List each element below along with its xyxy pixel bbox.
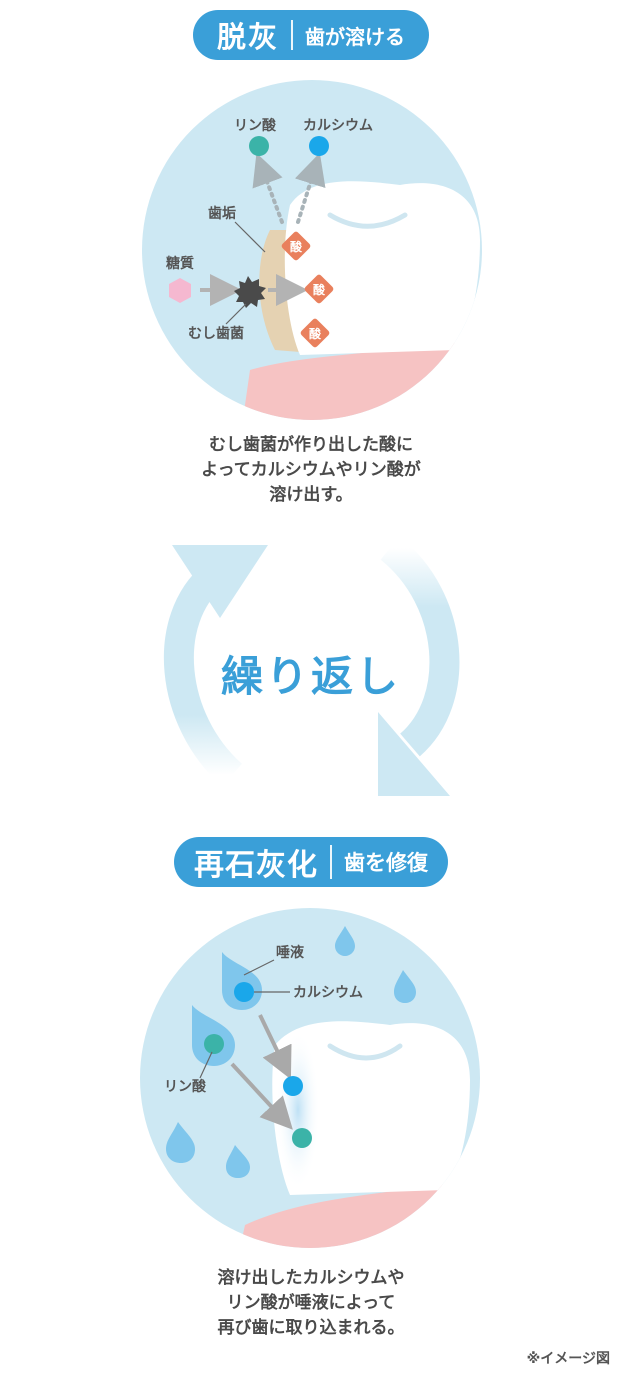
demineralization-title: 脱灰 [216,20,280,54]
calcium-absorbed [283,1076,303,1096]
tooth-groove [327,1043,403,1061]
caption-line: 溶け出したカルシウムや [217,1268,405,1288]
label-saliva: 唾液 [276,944,305,961]
caption-line: 溶け出す。 [269,485,353,505]
calcium-dot [309,136,329,156]
phosphate-leader-line [199,1051,213,1079]
header-divider [330,845,332,879]
demineralization-illustration: リン酸 カルシウム 歯垢 糖質 むし歯菌 酸 酸 酸 [142,80,482,420]
acid-label: 酸 [313,282,326,297]
saliva-drop-small [226,1145,250,1178]
cycle-arrows [163,536,460,796]
acid-label: 酸 [309,326,322,341]
saliva-drop-small [166,1122,195,1163]
demineralization-header: 脱灰 歯が溶ける [192,10,430,60]
remineralization-title: 再石灰化 [194,848,318,883]
remineralization-caption: 溶け出したカルシウムや リン酸が唾液によって 再び歯に取り込まれる。 [0,1266,622,1341]
cycle-label: 繰り返し [220,652,401,701]
cycle-arc-left [163,563,243,787]
label-phosphoric-acid: リン酸 [164,1078,207,1095]
phosphate-particle [204,1034,224,1054]
acid-diamond: 酸 [304,274,334,304]
tooth [272,1021,470,1195]
phosphate-dot [249,136,269,156]
tooth [284,181,480,355]
acid-diamond: 酸 [300,318,330,348]
tooth-groove [327,212,408,229]
remineralization-illustration: 唾液 カルシウム リン酸 [140,908,480,1248]
caption-line: むし歯菌が作り出した酸に [209,435,413,455]
sugar-hexagon [169,278,191,303]
acid-diamond: 酸 [281,231,311,261]
calcium-particle [234,982,254,1002]
cycle-arc-right [380,536,460,757]
bacteria-leader-line [225,303,247,325]
phosphate-absorbed [292,1128,312,1148]
dotted-arrow-phosphate [252,152,284,224]
plaque-leader-line [234,221,266,253]
saliva-drop-small [335,926,355,956]
acid-label: 酸 [290,239,303,254]
tooth-surface-glow [276,1030,320,1190]
arrow-phosphate-to-tooth [230,1062,293,1130]
caption-line: 再び歯に取り込まれる。 [217,1318,405,1338]
dotted-arrow-calcium [294,152,326,224]
label-plaque: 歯垢 [208,205,236,222]
header-divider [291,20,294,50]
demineralization-caption: むし歯菌が作り出した酸に よってカルシウムやリン酸が 溶け出す。 [0,433,622,508]
arrow-calcium-to-tooth [258,1014,292,1080]
demineralization-subtitle: 歯が溶ける [305,24,406,49]
caption-line: よってカルシウムやリン酸が [201,460,421,480]
label-calcium: カルシウム [293,985,363,1001]
cycle-arrowhead-right [378,712,450,796]
cycle-arrowhead-left [172,545,268,618]
remineralization-header: 再石灰化 歯を修復 [174,837,448,887]
label-sugar: 糖質 [166,255,194,272]
bacteria-icon [234,276,266,308]
image-note: ※イメージ図 [526,1351,610,1367]
label-bacteria: むし歯菌 [188,325,244,342]
saliva-drop-small [394,970,416,1003]
label-calcium: カルシウム [303,118,373,134]
caption-line: リン酸が唾液によって [226,1293,396,1313]
label-phosphoric-acid: リン酸 [234,117,277,134]
saliva-leader-line [243,959,275,976]
remineralization-subtitle: 歯を修復 [344,851,428,875]
